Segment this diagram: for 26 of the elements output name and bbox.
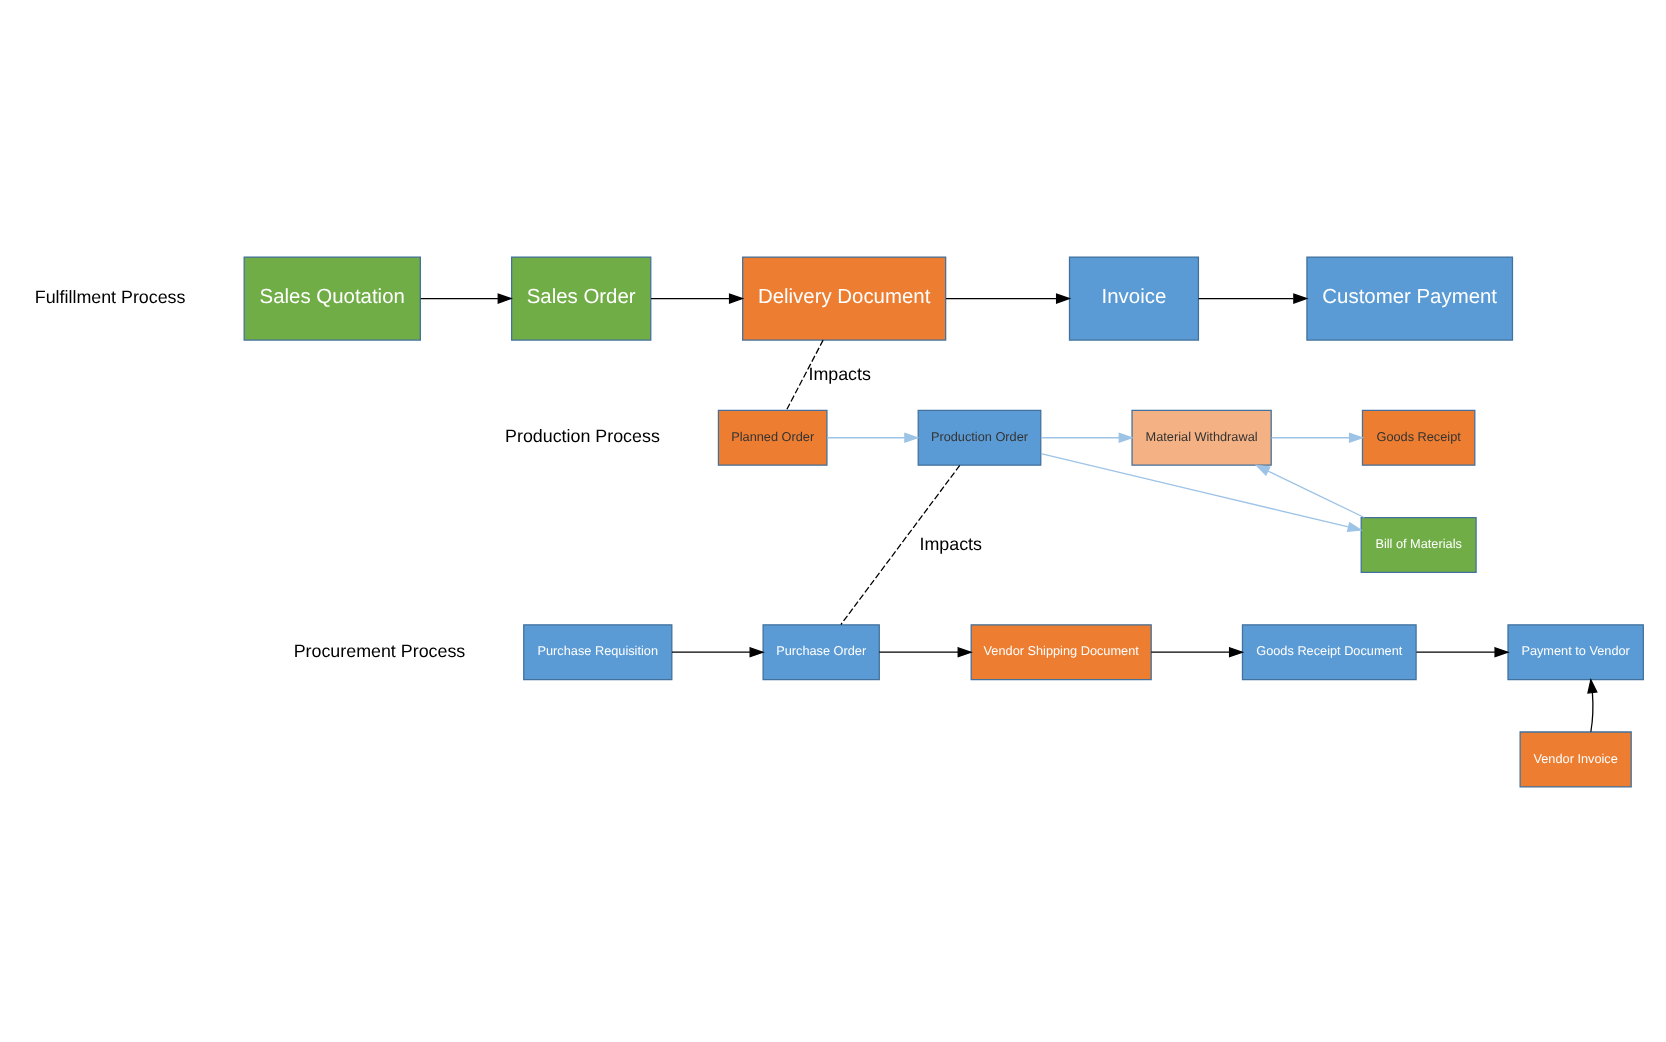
node-box: Sales Order [511,255,652,340]
arrow [1040,452,1363,532]
arrow [650,292,745,303]
label: Fulfillment Process [34,286,186,307]
arrow [945,292,1072,303]
label: Production Process [505,425,660,446]
node-box: Invoice [1068,255,1200,340]
arrow [1254,463,1365,518]
node-box: Customer Payment [1306,255,1514,340]
edge-label: Impacts [808,362,871,383]
edge-label: Impacts [919,532,983,553]
arrow [671,645,765,657]
connector [785,338,824,410]
arrow [878,645,973,657]
arrow [826,431,920,443]
arrow [1197,292,1309,303]
connector [840,463,961,625]
arrow [1040,431,1134,443]
node-box: Sales Quotation [243,255,421,340]
arrow [420,292,513,303]
label: Procurement Process [293,639,466,660]
node-box: Delivery Document [742,255,947,340]
arrow [1270,431,1365,443]
arrow [1415,645,1510,657]
arrow [1587,676,1598,732]
arrow [1150,645,1245,657]
